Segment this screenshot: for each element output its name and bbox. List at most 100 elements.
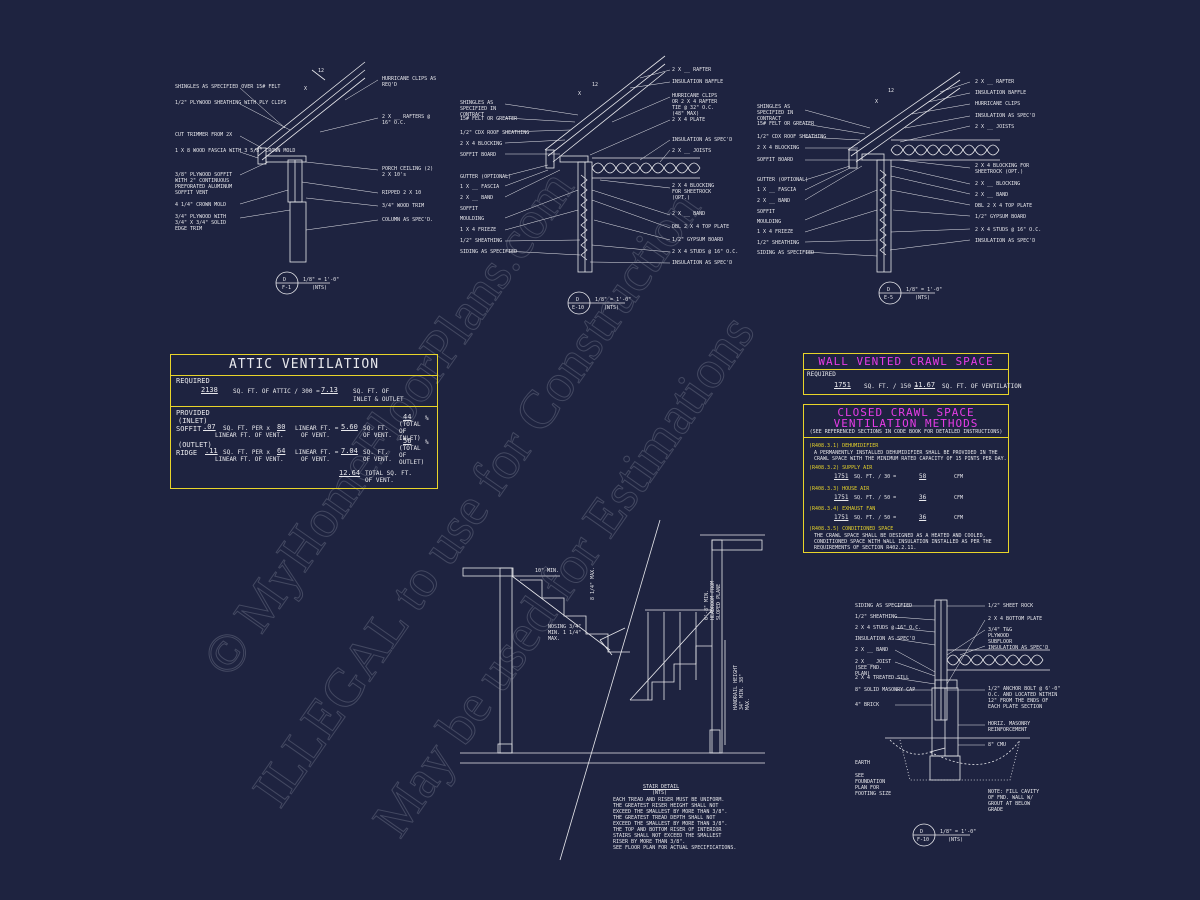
attic-provided-label: PROVIDED: [176, 409, 210, 417]
d2-label: 2 X __ BAND: [460, 195, 494, 201]
d2-label: SHINGLES AS SPECIFIED IN CONTRACT: [460, 100, 497, 118]
attic-of-vent-2: OF VENT.: [363, 432, 392, 439]
stair-note-line: THE GREATEST TREAD DEPTH SHALL NOT: [613, 815, 716, 821]
d1-callout-letter: D: [283, 277, 287, 283]
dehumidifier-code: (R408.3.1) DEHUMIDIFIER: [809, 443, 879, 449]
d2-label: INSULATION BAFFLE: [672, 79, 724, 85]
attic-of-vent: OF VENT.: [301, 432, 330, 439]
d3-label: 2 X __ BAND: [975, 192, 1009, 198]
attic-sqft-per-2: SQ. FT. PER x: [223, 449, 270, 456]
attic-required-unit2: INLET & OUTLET: [353, 396, 404, 403]
d2-label: SOFFIT BOARD: [460, 152, 497, 158]
d2-label: 1/2" CDX ROOF SHEATHING: [460, 130, 530, 136]
attic-sq-ft-2: SQ. FT.: [363, 449, 389, 456]
attic-inlet-label: (INLET): [178, 417, 208, 425]
d1-scale: 1/8" = 1'-0": [303, 277, 340, 283]
foundation-callout-sheet: F-10: [917, 837, 930, 843]
d3-callout-sheet: E-5: [884, 295, 894, 301]
d3-label: SOFFIT BOARD: [757, 157, 794, 163]
exhaust-fan-code: (R408.3.4) EXHAUST FAN: [809, 506, 876, 512]
dehumidifier-text-2: CRAWL SPACE WITH THE MINIMUM RATED CAPAC…: [814, 456, 1007, 462]
foundation-detail-drawing: [885, 599, 1050, 847]
svg-text:X: X: [304, 86, 307, 92]
d1-label: 1 X 8 WOOD FASCIA WITH 3 5/8" CROWN MOLD: [175, 148, 296, 154]
d3-callout-letter: D: [887, 287, 891, 293]
wall-crawl-result: 11.67: [914, 381, 936, 389]
d2-label: GUTTER (OPTIONAL): [460, 174, 512, 180]
wall-crawl-title: WALL VENTED CRAWL SPACE: [804, 354, 1008, 370]
d2-label: INSULATION AS SPEC'D: [672, 260, 733, 266]
d3-label: 1 X __ FASCIA: [757, 187, 797, 193]
d3-label: INSULATION BAFFLE: [975, 90, 1027, 96]
foundation-label: 2 X __ JOIST (SEE FND. PLAN): [855, 659, 892, 677]
stair-note-line: EACH TREAD AND RISER MUST BE UNIFORM.: [613, 797, 725, 803]
d2-label: INSULATION AS SPEC'D: [672, 137, 733, 143]
attic-ridge-length: 64: [277, 447, 286, 455]
attic-soffit-rate: .07: [203, 423, 216, 431]
attic-soffit-label: SOFFIT: [176, 425, 202, 433]
d2-scale-sub: (NTS): [604, 305, 620, 311]
d2-label: MOULDING: [460, 216, 485, 222]
attic-title: ATTIC VENTILATION: [171, 355, 437, 376]
attic-formula: SQ. FT. OF ATTIC / 300 =: [233, 388, 320, 395]
stair-note-line: EXCEED THE SMALLEST BY MORE THAN 3/8".: [613, 809, 728, 815]
stair-note-line: THE TOP AND BOTTOM RISER OF INTERIOR: [613, 827, 722, 833]
dehumidifier-text-1: A PERMANENTLY INSTALLED DEHUMIDIFIER SHA…: [814, 450, 998, 456]
d2-callout-letter: D: [576, 297, 580, 303]
d2-label: DBL 2 X 4 TOP PLATE: [672, 224, 730, 230]
foundation-label: 2 X 4 BOTTOM PLATE: [988, 616, 1043, 622]
exhaust-fan-formula: SQ. FT. / 50 =: [854, 515, 897, 521]
attic-linear-ft-vent-2: LINEAR FT. OF VENT.: [215, 456, 284, 463]
foundation-label: 1/2" SHEET ROCK: [988, 603, 1034, 609]
attic-total-of-inlet: (TOTAL OF INLET): [399, 421, 421, 442]
d3-label: 1 X 4 FRIEZE: [757, 229, 794, 235]
attic-total-label-2: OF VENT.: [365, 477, 394, 484]
d3-label: INSULATION AS SPEC'D: [975, 238, 1036, 244]
stair-dim-headroom: 6'-8" MIN. HEADROOM FROM SLOPED PLANE: [704, 580, 722, 620]
d1-label: SHINGLES AS SPECIFIED OVER 15# FELT: [175, 84, 281, 90]
d1-label: 4 1/4" CROWN MOLD: [175, 202, 227, 208]
conditioned-text-2: CONDITIONED SPACE WITH WALL INSULATION I…: [814, 539, 992, 545]
stair-note-line: THE GREATEST RISER HEIGHT SHALL NOT: [613, 803, 719, 809]
supply-air-formula: SQ. FT. / 30 =: [854, 474, 897, 480]
d1-scale-sub: (NTS): [312, 285, 328, 291]
attic-linear-ft-vent: LINEAR FT. OF VENT.: [215, 432, 284, 439]
closed-crawl-title-2: VENTILATION METHODS: [833, 417, 979, 430]
attic-required-label: REQUIRED: [176, 377, 210, 385]
attic-soffit-length: 80: [277, 423, 286, 431]
exhaust-fan-result: 36: [919, 514, 927, 521]
stair-dim-tread: 10" MIN.: [535, 568, 560, 574]
d2-label: 15# FELT OR GREATER: [460, 116, 518, 122]
d2-scale: 1/8" = 1'-0": [595, 297, 632, 303]
attic-sqft-per: SQ. FT. PER x: [223, 425, 270, 432]
attic-ridge-label: RIDGE: [176, 449, 198, 457]
wall-crawl-unit: SQ. FT. OF VENTILATION: [942, 383, 1022, 390]
d3-label: 2 X __ BLOCKING: [975, 181, 1021, 187]
foundation-label: 2 X 4 STUDS @ 16" O.C.: [855, 625, 922, 631]
attic-outlet-label: (OUTLET): [178, 441, 212, 449]
d1-label: PORCH CEILING (2) 2 X 10's: [382, 166, 434, 178]
svg-text:12: 12: [318, 68, 324, 74]
closed-crawl-table: CLOSED CRAWL SPACE VENTILATION METHODS (…: [803, 404, 1009, 553]
stair-note-line: RISER BY MORE THAN 3/8".: [613, 839, 686, 845]
d3-label: 2 X 4 BLOCKING: [757, 145, 800, 151]
stair-note-line: EXCEED THE SMALLEST BY MORE THAN 3/8".: [613, 821, 728, 827]
foundation-label: 1/2" SHEATHING: [855, 614, 898, 620]
d2-label: 2 X 4 STUDS @ 16" O.C.: [672, 249, 739, 255]
attic-ventilation-table: ATTIC VENTILATION REQUIRED 2138 SQ. FT. …: [170, 354, 438, 489]
foundation-label: SIDING AS SPECIFIED: [855, 603, 913, 609]
d3-label: 15# FELT OR GREATER: [757, 121, 815, 127]
d1-callout-sheet: F-1: [282, 285, 292, 291]
foundation-scale: 1/8" = 1'-0": [940, 829, 977, 835]
foundation-label: HORIZ. MASONRY REINFORCEMENT: [988, 721, 1031, 733]
stair-detail-drawing: [460, 519, 765, 861]
foundation-callout-letter: D: [920, 829, 924, 835]
house-air-result: 36: [919, 494, 927, 501]
attic-provided-section: PROVIDED (INLET) SOFFIT .07 SQ. FT. PER …: [171, 407, 437, 487]
d3-scale-sub: (NTS): [915, 295, 931, 301]
wall-crawl-formula: SQ. FT. / 150 =: [864, 383, 919, 390]
supply-air-cfm: CFM: [954, 474, 964, 480]
d2-label: 2 X 4 PLATE: [672, 117, 706, 123]
attic-sq-ft: SQ. FT.: [363, 425, 389, 432]
attic-total-of-outlet: (TOTAL OF OUTLET): [399, 445, 425, 466]
